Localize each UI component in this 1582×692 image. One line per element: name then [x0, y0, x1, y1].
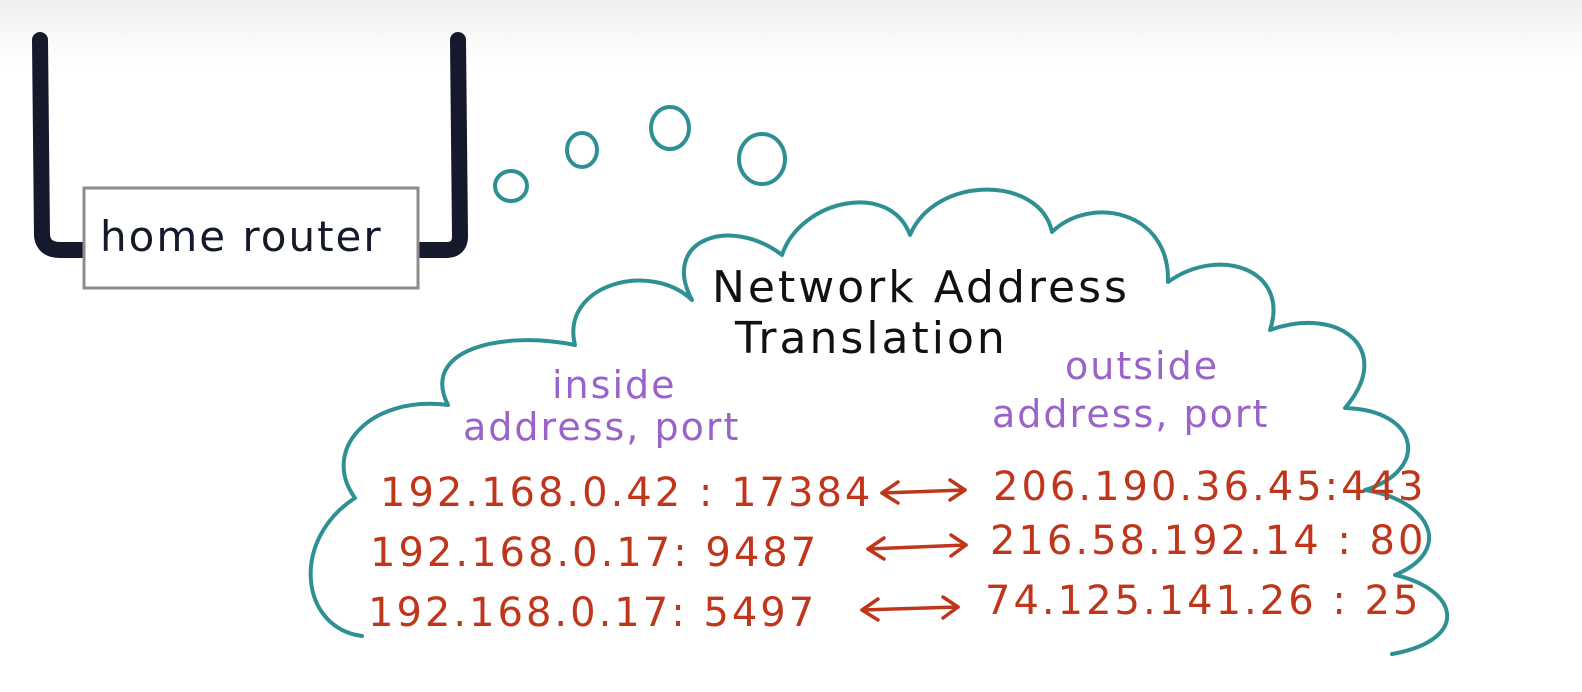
inside-header-line-2: address, port — [463, 405, 741, 449]
arrow-row-3 — [860, 595, 960, 622]
arrow-row-1 — [880, 478, 967, 505]
router-right-antenna — [410, 32, 468, 258]
router-label: home router — [100, 212, 383, 261]
nat-title-line-2: Translation — [735, 313, 1008, 364]
mapping-row-2-outside: 216.58.192.14 : 80 — [990, 518, 1427, 564]
mapping-row-1-inside: 192.168.0.42 : 17384 — [380, 470, 874, 516]
thought-bubble-3 — [649, 105, 691, 151]
thought-bubble-4 — [737, 132, 787, 186]
thought-bubble-1 — [493, 169, 529, 203]
inside-header-line-1: inside — [552, 363, 677, 407]
router-left-antenna — [32, 32, 92, 258]
arrow-row-2 — [866, 533, 968, 561]
mapping-row-3-outside: 74.125.141.26 : 25 — [985, 578, 1422, 624]
mapping-row-2-inside: 192.168.0.17: 9487 — [370, 530, 820, 576]
thought-bubble-2 — [565, 131, 599, 169]
mapping-row-3-inside: 192.168.0.17: 5497 — [368, 590, 818, 636]
nat-cloud — [308, 187, 1450, 656]
outside-header-line-2: address, port — [992, 392, 1270, 436]
nat-title-line-1: Network Address — [712, 262, 1130, 313]
router-box — [82, 186, 420, 290]
mapping-row-1-outside: 206.190.36.45:443 — [993, 464, 1427, 510]
outside-header-line-1: outside — [1065, 344, 1220, 388]
